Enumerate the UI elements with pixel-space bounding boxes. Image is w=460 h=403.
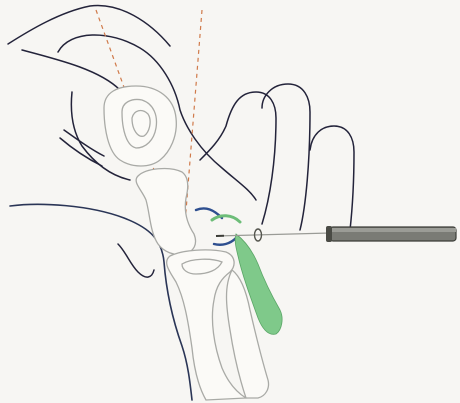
palm-crease-outline — [22, 50, 120, 90]
middle-finger-outline — [262, 84, 310, 230]
forearm-top-outline — [8, 5, 170, 46]
joint-capsule — [196, 208, 240, 244]
axis-line-right — [184, 10, 202, 236]
thenar-crease — [118, 244, 154, 277]
syringe-tip-cap — [326, 226, 332, 242]
syringe-highlight — [330, 228, 456, 232]
capsule-lower — [214, 238, 236, 245]
thumb-crease-1 — [64, 130, 104, 156]
ring-finger-outline — [310, 126, 354, 230]
capsule-green-upper — [212, 216, 240, 222]
proximal-phalanx-bone — [136, 169, 195, 255]
needle-syringe-icon — [216, 226, 456, 242]
needle-shaft — [216, 233, 330, 236]
